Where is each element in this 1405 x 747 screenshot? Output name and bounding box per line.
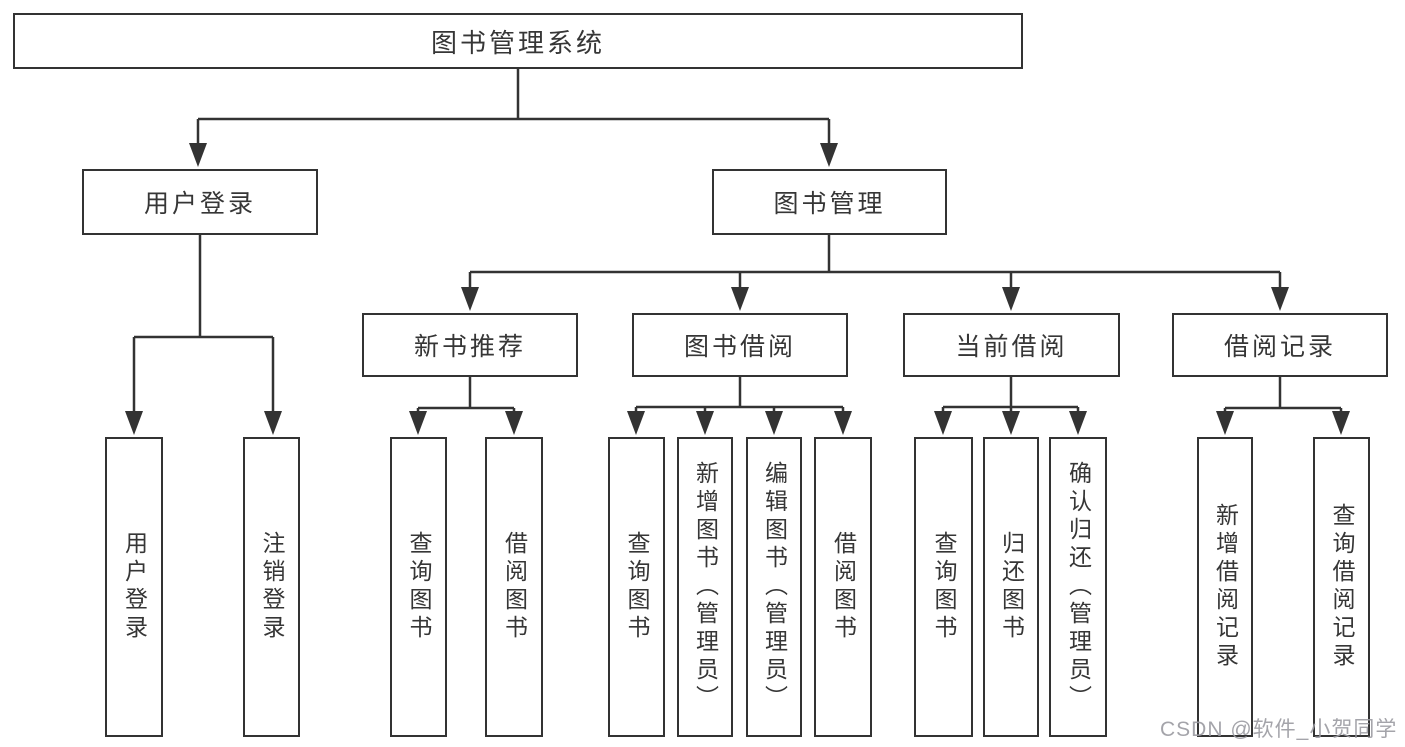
arrow-icon <box>264 411 282 435</box>
node-book-management: 图书管理 <box>712 169 947 235</box>
leaf-borrow-query-books: 查询图书 <box>608 437 665 737</box>
arrow-icon <box>189 143 207 167</box>
csdn-watermark: CSDN @软件_小贺同学 <box>1160 718 1398 741</box>
arrow-icon <box>1332 411 1350 435</box>
arrow-icon <box>1216 411 1234 435</box>
arrow-icon <box>765 411 783 435</box>
arrow-icon <box>1271 287 1289 311</box>
arrow-icon <box>696 411 714 435</box>
arrow-icon <box>934 411 952 435</box>
leaf-records-query-record: 查询借阅记录 <box>1313 437 1370 737</box>
arrow-icon <box>409 411 427 435</box>
node-user-login: 用户登录 <box>82 169 318 235</box>
arrow-icon <box>125 411 143 435</box>
leaf-current-confirm-return-admin: 确认归还（管理员） <box>1049 437 1107 737</box>
node-new-book-recommend: 新书推荐 <box>362 313 578 377</box>
node-system-root: 图书管理系统 <box>13 13 1023 69</box>
leaf-borrow-edit-books-admin: 编辑图书（管理员） <box>746 437 802 737</box>
leaf-borrow-add-books-admin: 新增图书（管理员） <box>677 437 733 737</box>
leaf-current-query-books: 查询图书 <box>914 437 973 737</box>
arrow-icon <box>461 287 479 311</box>
node-borrow-records: 借阅记录 <box>1172 313 1388 377</box>
arrow-icon <box>1002 411 1020 435</box>
leaf-current-return-books: 归还图书 <box>983 437 1039 737</box>
node-book-borrow: 图书借阅 <box>632 313 848 377</box>
arrow-icon <box>834 411 852 435</box>
node-current-borrow: 当前借阅 <box>903 313 1120 377</box>
leaf-recommend-borrow-books: 借阅图书 <box>485 437 543 737</box>
arrow-icon <box>820 143 838 167</box>
leaf-logout: 注销登录 <box>243 437 300 737</box>
arrow-icon <box>1002 287 1020 311</box>
leaf-recommend-query-books: 查询图书 <box>390 437 447 737</box>
leaf-user-login: 用户登录 <box>105 437 163 737</box>
arrow-icon <box>505 411 523 435</box>
arrow-icon <box>627 411 645 435</box>
leaf-borrow-borrow-books: 借阅图书 <box>814 437 872 737</box>
arrow-icon <box>731 287 749 311</box>
leaf-records-add-record: 新增借阅记录 <box>1197 437 1253 737</box>
arrow-icon <box>1069 411 1087 435</box>
